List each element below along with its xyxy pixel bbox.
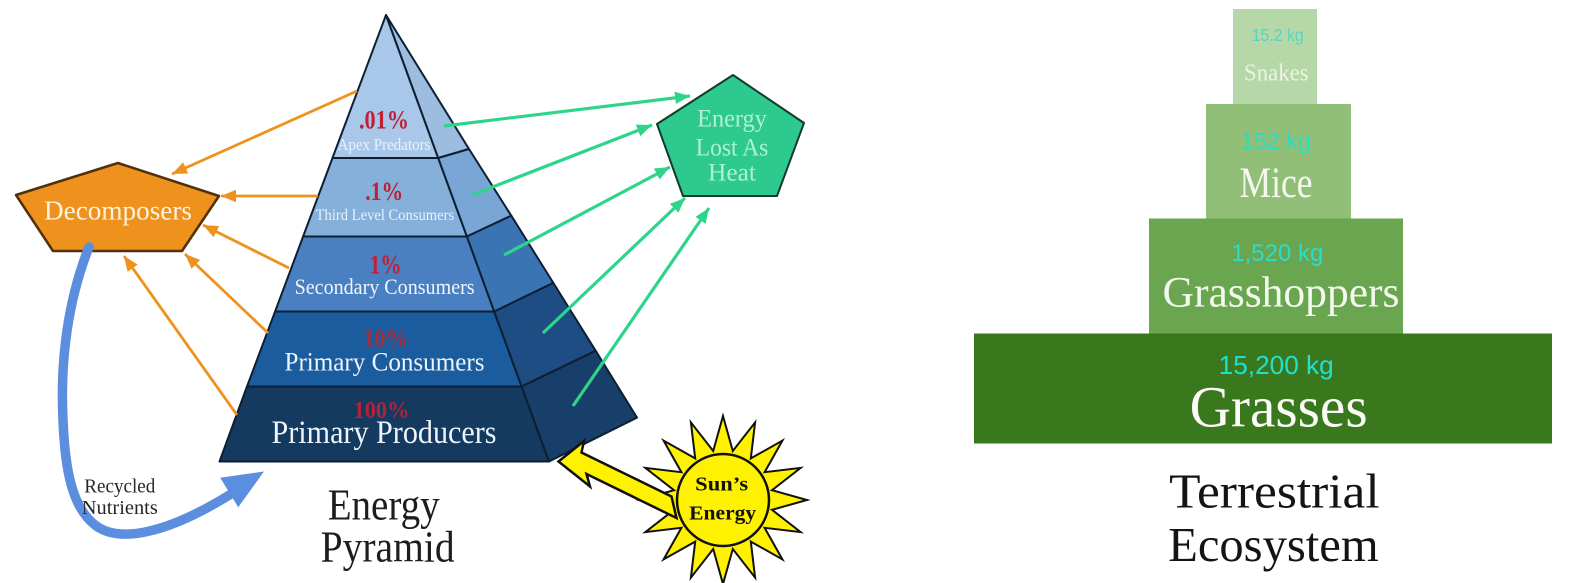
svg-text:Grasses: Grasses — [1190, 375, 1368, 440]
svg-text:Pyramid: Pyramid — [321, 523, 455, 572]
svg-text:10%: 10% — [363, 326, 408, 353]
svg-text:Nutrients: Nutrients — [82, 497, 158, 519]
svg-text:1%: 1% — [370, 250, 402, 280]
svg-text:15,200 kg: 15,200 kg — [1219, 350, 1334, 380]
svg-text:Energy: Energy — [328, 481, 440, 530]
svg-text:Energy: Energy — [689, 502, 756, 524]
svg-text:Grasshoppers: Grasshoppers — [1163, 268, 1400, 316]
svg-text:Primary Consumers: Primary Consumers — [285, 346, 485, 376]
svg-text:Snakes: Snakes — [1244, 60, 1309, 86]
svg-text:100%: 100% — [354, 398, 410, 424]
svg-text:Sun’s: Sun’s — [695, 474, 748, 496]
svg-text:Energy: Energy — [697, 105, 767, 132]
svg-text:Third Level Consumers: Third Level Consumers — [316, 207, 455, 224]
svg-text:1,520 kg: 1,520 kg — [1231, 240, 1323, 267]
svg-text:Heat: Heat — [708, 159, 756, 186]
svg-text:.1%: .1% — [365, 177, 403, 206]
svg-text:Recycled: Recycled — [84, 475, 155, 497]
svg-text:Secondary Consumers: Secondary Consumers — [295, 274, 475, 299]
svg-text:Mice: Mice — [1240, 160, 1313, 207]
svg-text:Ecosystem: Ecosystem — [1168, 517, 1379, 572]
svg-text:Primary Producers: Primary Producers — [272, 415, 497, 451]
svg-text:Apex Predators: Apex Predators — [338, 135, 431, 154]
svg-text:Terrestrial: Terrestrial — [1169, 464, 1380, 519]
svg-text:15.2 kg: 15.2 kg — [1252, 25, 1304, 45]
svg-text:.01%: .01% — [359, 106, 409, 135]
svg-text:152 kg: 152 kg — [1241, 128, 1311, 154]
svg-text:Decomposers: Decomposers — [44, 196, 192, 226]
svg-text:Lost As: Lost As — [696, 135, 769, 162]
